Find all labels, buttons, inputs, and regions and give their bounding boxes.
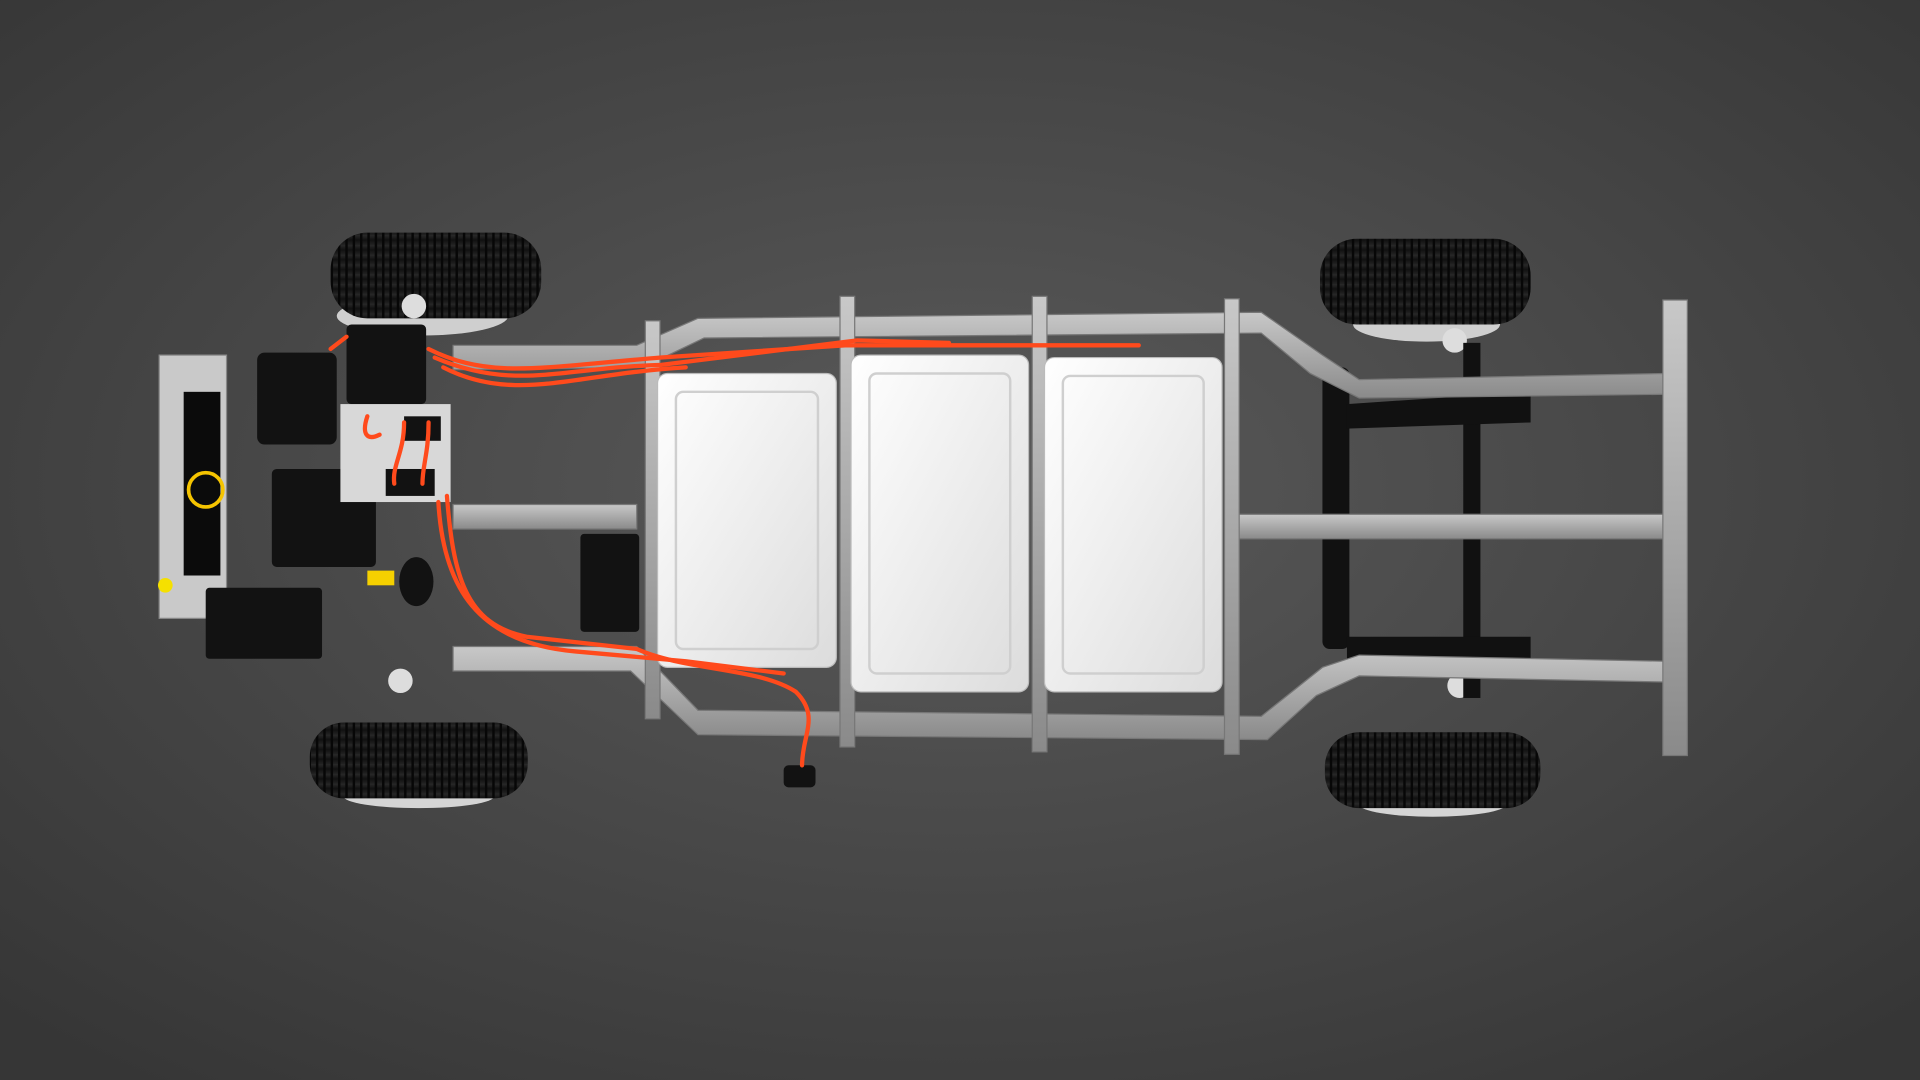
wheel-front-right xyxy=(1320,238,1531,353)
hv-cables xyxy=(328,334,1141,768)
radiator xyxy=(157,354,228,619)
battery-pack-1 xyxy=(656,372,837,668)
battery-pack-3 xyxy=(1043,356,1223,693)
wheel-rear-left xyxy=(309,668,528,809)
fan-icon xyxy=(186,470,225,509)
drive-components xyxy=(205,324,816,788)
battery-pack-2 xyxy=(850,354,1030,693)
